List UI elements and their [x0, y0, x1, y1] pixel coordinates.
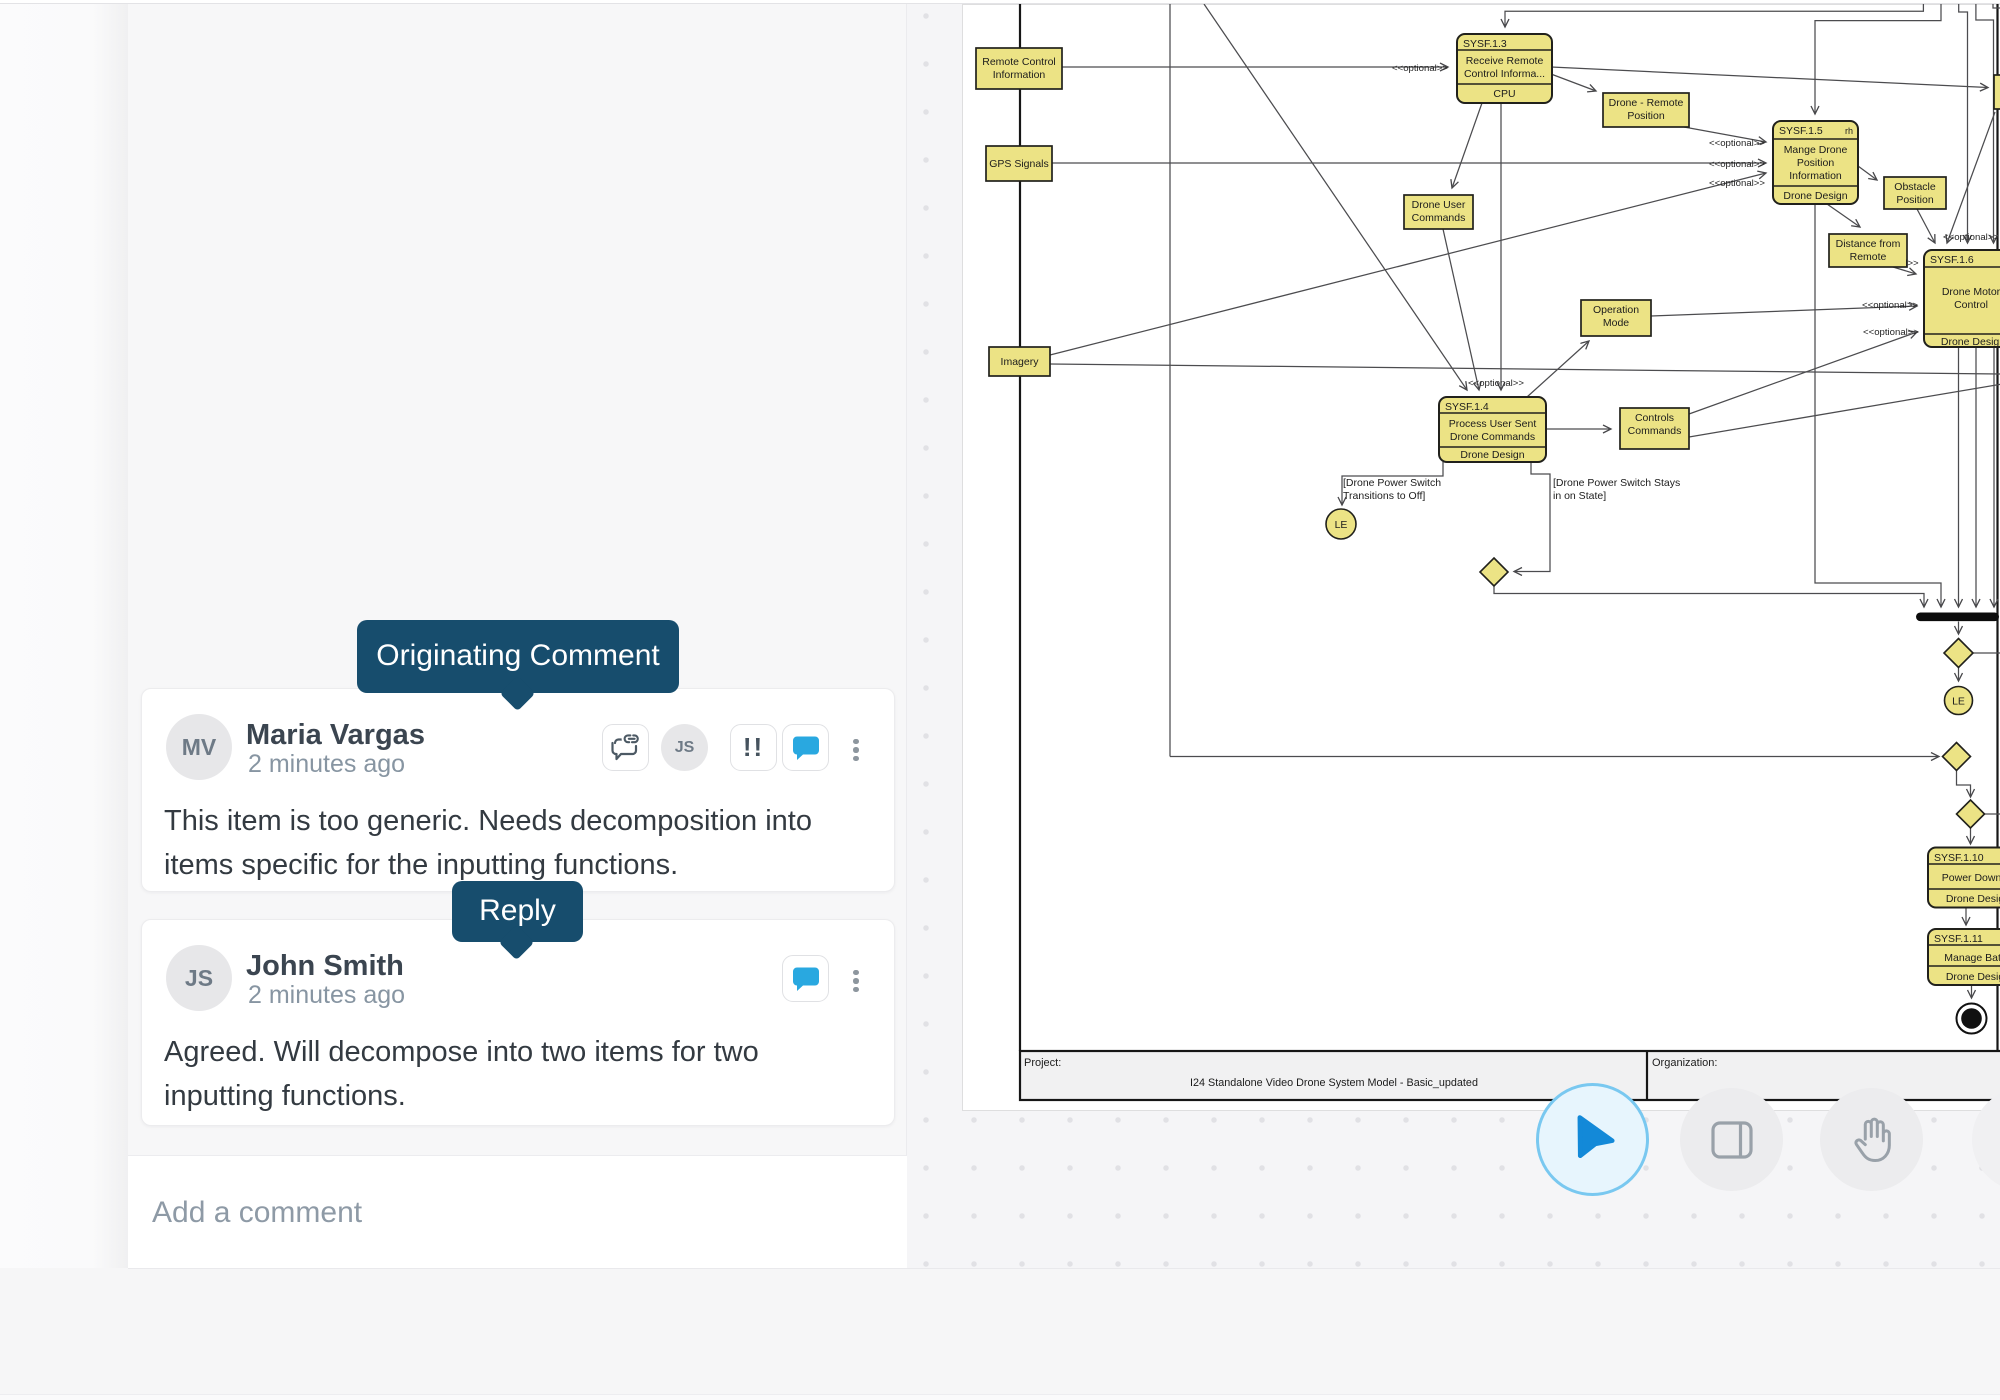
svg-text:Manage Batte: Manage Batte [1944, 952, 2000, 964]
svg-text:<<optional>>: <<optional>> [1862, 300, 1918, 311]
svg-text:GPS Signals: GPS Signals [989, 158, 1049, 170]
svg-text:Process User Sent: Process User Sent [1449, 418, 1537, 430]
svg-text:Distance from: Distance from [1836, 238, 1901, 250]
svg-text:SYSF.1.3: SYSF.1.3 [1463, 38, 1507, 50]
svg-text:<<optional>>: <<optional>> [1709, 138, 1765, 149]
svg-text:I24 Standalone Video Drone Sys: I24 Standalone Video Drone System Model … [1190, 1077, 1478, 1089]
svg-text:Control Informa...: Control Informa... [1464, 68, 1545, 80]
svg-text:Information: Information [993, 69, 1046, 81]
svg-text:Drone Commands: Drone Commands [1450, 431, 1535, 443]
svg-text:Drone Design: Drone Design [1783, 190, 1847, 202]
svg-text:Operation: Operation [1593, 304, 1639, 316]
svg-text:SYSF.1.5: SYSF.1.5 [1779, 125, 1823, 137]
svg-text:SYSF.1.4: SYSF.1.4 [1445, 401, 1489, 413]
svg-text:Obstacle: Obstacle [1894, 181, 1936, 193]
svg-text:Drone Motor: Drone Motor [1942, 286, 2000, 298]
svg-text:CPU: CPU [1493, 88, 1515, 100]
svg-text:in on State]: in on State] [1553, 490, 1606, 502]
svg-text:Control: Control [1954, 299, 1988, 311]
svg-text:[Drone Power Switch: [Drone Power Switch [1343, 477, 1441, 489]
svg-text:SYSF.1.10: SYSF.1.10 [1934, 852, 1984, 864]
svg-text:Transitions to Off]: Transitions to Off] [1343, 490, 1425, 502]
svg-text:l>>: l>> [1905, 258, 1919, 269]
svg-text:Controls: Controls [1635, 412, 1674, 424]
svg-text:Imagery: Imagery [1001, 356, 1040, 368]
svg-text:Power Down.: Power Down. [1942, 872, 2000, 884]
svg-text:Organization:: Organization: [1652, 1057, 1717, 1069]
svg-text:LE: LE [1335, 519, 1348, 531]
svg-text:Commands: Commands [1628, 425, 1682, 437]
svg-text:Drone Desig: Drone Desig [1946, 893, 2000, 905]
svg-text:Mode: Mode [1603, 317, 1629, 329]
svg-text:Project:: Project: [1024, 1057, 1061, 1069]
svg-text:SYSF.1.11: SYSF.1.11 [1934, 933, 1983, 945]
svg-text:<<optional>>: <<optional>> [1709, 159, 1765, 170]
svg-text:Drone User: Drone User [1412, 199, 1466, 211]
svg-text:Drone Desig: Drone Desig [1946, 971, 2000, 983]
svg-text:Information: Information [1789, 170, 1842, 182]
svg-text:Drone Design: Drone Design [1941, 336, 2000, 348]
svg-text:<<optional>>: <<optional>> [1468, 378, 1524, 389]
svg-text:Drone Design: Drone Design [1460, 449, 1524, 461]
svg-text:Mange Drone: Mange Drone [1784, 144, 1848, 156]
svg-text:rh: rh [1845, 126, 1853, 136]
svg-text:SYSF.1.6: SYSF.1.6 [1930, 254, 1974, 266]
svg-text:<<optional>>: <<optional>> [1863, 327, 1919, 338]
svg-text:Remote: Remote [1850, 251, 1887, 263]
svg-text:[Drone Power Switch Stays: [Drone Power Switch Stays [1553, 477, 1680, 489]
svg-text:Remote Control: Remote Control [982, 56, 1056, 68]
svg-text:<<optional>>: <<optional>> [1392, 63, 1448, 74]
svg-text:Position: Position [1797, 157, 1835, 169]
svg-text:Position: Position [1896, 194, 1934, 206]
svg-text:Position: Position [1627, 110, 1665, 122]
svg-text:Receive Remote: Receive Remote [1466, 55, 1544, 67]
svg-text:LE: LE [1952, 696, 1965, 708]
svg-text:Commands: Commands [1412, 212, 1466, 224]
svg-text:<<optional>>: <<optional>> [1709, 178, 1765, 189]
svg-text:Drone - Remote: Drone - Remote [1609, 97, 1684, 109]
svg-text:<<optional>>: <<optional>> [1943, 232, 1999, 243]
